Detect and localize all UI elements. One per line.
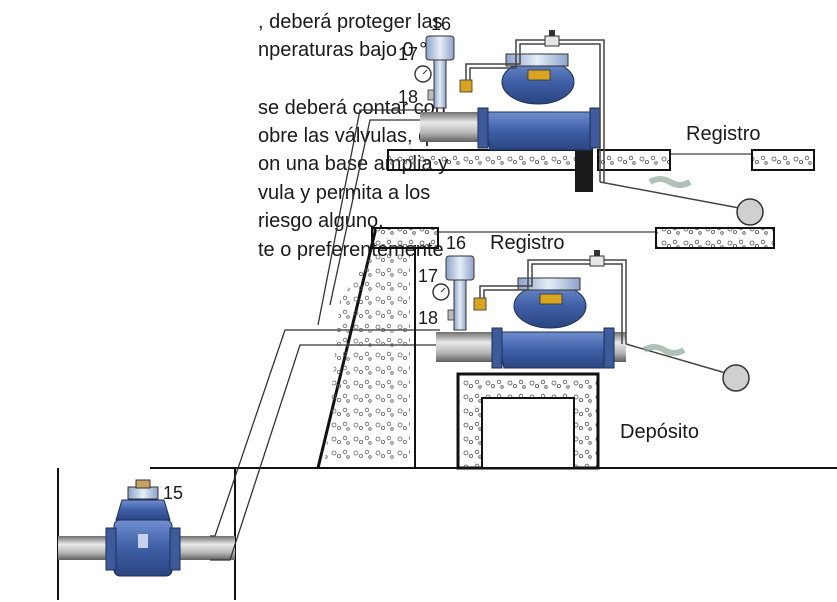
label-registro-mid: Registro <box>490 232 564 254</box>
upper-cock-18 <box>427 89 435 101</box>
upper-gauge-17 <box>414 65 432 83</box>
label-registro-top: Registro <box>686 123 760 145</box>
upper-brass-fitting <box>459 79 473 93</box>
label-16-top: 16 <box>431 14 451 34</box>
middle-gauge-17 <box>432 283 450 301</box>
middle-cock-18 <box>447 309 455 321</box>
upper-float-valve <box>648 176 764 226</box>
middle-main-valve <box>491 277 615 369</box>
label-17-mid: 17 <box>418 266 438 286</box>
text-line-2: nperaturas bajo 0 °C. <box>258 39 448 61</box>
gravel-enclosure <box>316 227 439 469</box>
deposito-box <box>456 372 600 470</box>
upper-main-valve <box>477 53 601 151</box>
lower-pit <box>57 468 236 600</box>
middle-pilot-cock <box>589 250 605 267</box>
upper-air-valve-16 <box>425 35 455 109</box>
riser-pipe <box>210 109 440 561</box>
middle-float-valve <box>642 344 750 392</box>
text-line-7: riesgo alguno. <box>258 210 384 232</box>
label-17-top: 17 <box>398 44 418 64</box>
label-deposito: Depósito <box>620 421 699 443</box>
middle-brass-fitting <box>473 297 487 311</box>
middle-air-valve-16 <box>445 255 475 331</box>
text-line-3: se deberá contar con <box>258 97 446 119</box>
label-15: 15 <box>163 483 183 503</box>
gate-valve-15 <box>105 479 181 577</box>
label-18-mid: 18 <box>418 308 438 328</box>
upper-pilot-tubing <box>465 39 751 211</box>
label-18-top: 18 <box>398 87 418 107</box>
upper-pilot-cock <box>544 30 560 47</box>
label-16-mid: 16 <box>446 233 466 253</box>
text-line-1: , deberá proteger las <box>258 11 443 33</box>
